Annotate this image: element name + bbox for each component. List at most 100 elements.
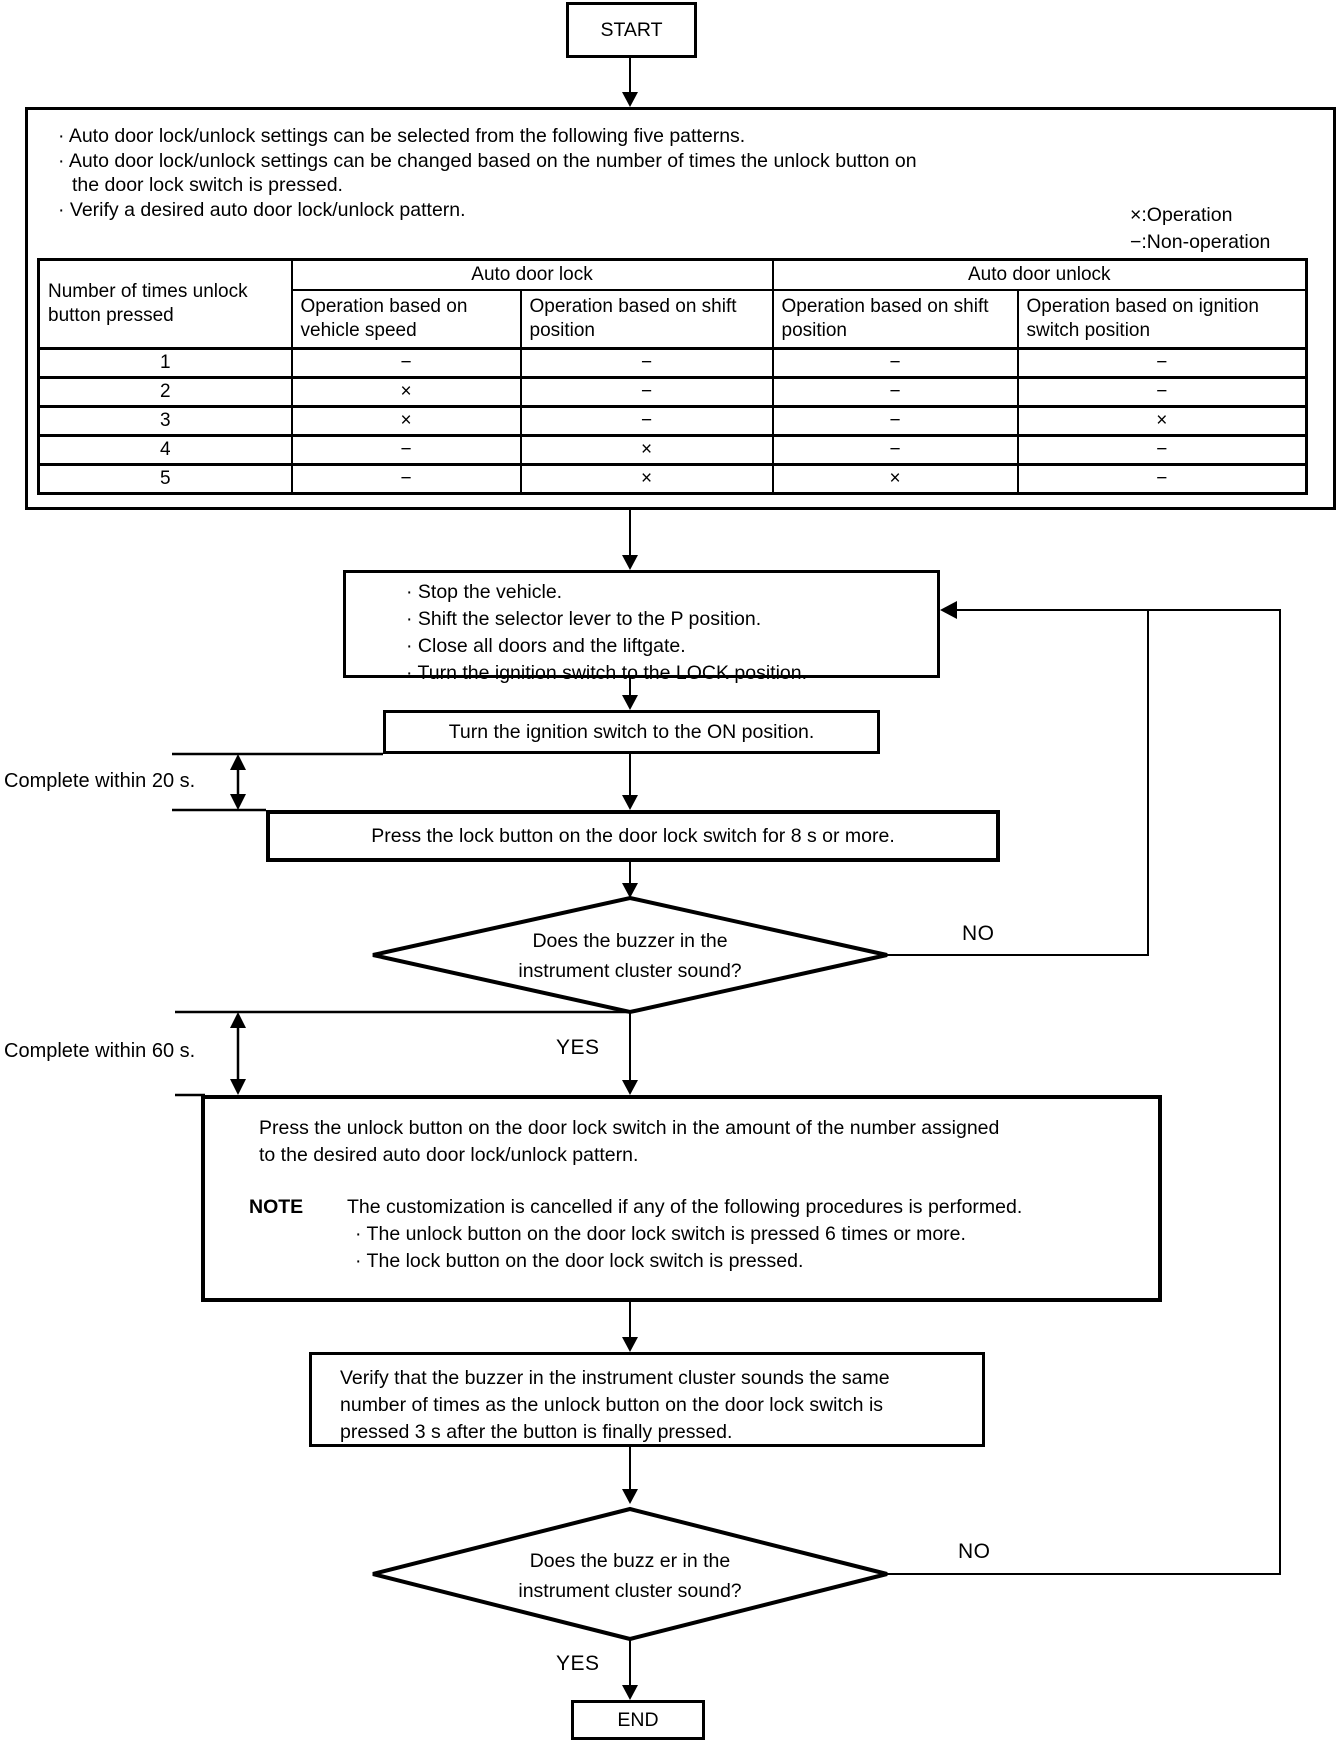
press-lock-step: Press the lock button on the door lock s… (266, 810, 1000, 862)
value-cell: − (771, 404, 1019, 436)
legend-operation: ×:Operation (1130, 204, 1233, 226)
arrowhead-down-icon (230, 794, 246, 810)
intro-settings-box: · Auto door lock/unlock settings can be … (25, 107, 1336, 510)
value-cell: − (1016, 375, 1308, 407)
prepare-bullet: · Stop the vehicle. (406, 581, 563, 603)
arrowhead-left-icon (940, 601, 957, 619)
table-subheader: Operation based on vehicle speed (290, 289, 522, 349)
value-cell: − (1016, 433, 1308, 465)
note-bullet: · The unlock button on the door lock swi… (355, 1223, 966, 1245)
end-label: END (617, 1708, 659, 1731)
arrowhead-down-icon (622, 1685, 638, 1700)
note-text: The customization is cancelled if any of… (347, 1196, 1023, 1218)
bracket60-label: Complete within 60 s. (4, 1040, 196, 1062)
decision2-line1: Does the buzz er in the (529, 1550, 731, 1572)
decision2-diamond (372, 1506, 888, 1642)
press-lock-label: Press the lock button on the door lock s… (371, 824, 895, 847)
times-cell: 4 (37, 433, 293, 465)
prepare-vehicle-step: · Stop the vehicle. · Shift the selector… (343, 570, 940, 684)
table-row: 3 × − − × (37, 404, 1308, 436)
note-bullet: · The lock button on the door lock switc… (355, 1250, 804, 1272)
arrowhead-down-icon (622, 1080, 638, 1095)
press-unlock-line1: Press the unlock button on the door lock… (259, 1117, 1000, 1139)
value-cell: − (519, 346, 774, 378)
intro-bullet: · Auto door lock/unlock settings can be … (58, 149, 917, 172)
value-cell: × (1016, 404, 1308, 436)
verify-line1: Verify that the buzzer in the instrument… (340, 1367, 890, 1389)
table-row: 4 − × − − (37, 433, 1308, 465)
pattern-table: Number of times unlock button pressed Au… (37, 258, 1308, 495)
ignition-on-label: Turn the ignition switch to the ON posit… (448, 720, 815, 743)
table-subheader: Operation based on ignition switch posit… (1016, 289, 1308, 349)
intro-bullet: · Auto door lock/unlock settings can be … (58, 125, 746, 147)
note-label: NOTE (249, 1196, 304, 1218)
decision2-no-label: NO (958, 1540, 991, 1563)
arrowhead-up-icon (230, 754, 246, 770)
table-row: 1 − − − − (37, 346, 1308, 378)
start-node: START (566, 2, 697, 58)
table-row: 2 × − − − (37, 375, 1308, 407)
arrowhead-down-icon (622, 92, 638, 107)
decision1-yes-label: YES (556, 1036, 600, 1059)
value-cell: − (519, 404, 774, 436)
times-cell: 3 (37, 404, 293, 436)
arrowhead-down-icon (622, 1337, 638, 1352)
decision1-line1: Does the buzzer in the (532, 930, 728, 952)
value-cell: − (290, 433, 522, 465)
prepare-bullet: · Close all doors and the liftgate. (406, 635, 686, 657)
prepare-bullet: · Turn the ignition switch to the LOCK p… (406, 662, 808, 684)
press-unlock-line2: to the desired auto door lock/unlock pat… (259, 1144, 639, 1166)
value-cell: × (519, 462, 774, 494)
decision1-no-label: NO (962, 922, 995, 945)
table-col1-header: Number of times unlock button pressed (37, 258, 293, 349)
bracket20-label: Complete within 20 s. (4, 770, 196, 792)
arrowhead-down-icon (622, 1489, 638, 1504)
arrowhead-down-icon (230, 1079, 246, 1095)
value-cell: − (519, 375, 774, 407)
arrowhead-down-icon (622, 695, 638, 710)
value-cell: − (1016, 462, 1308, 494)
arrowhead-down-icon (622, 795, 638, 810)
prepare-bullet: · Shift the selector lever to the P posi… (406, 608, 762, 630)
value-cell: − (771, 346, 1019, 378)
times-cell: 2 (37, 375, 293, 407)
times-cell: 1 (37, 346, 293, 378)
table-group-lock: Auto door lock (290, 258, 774, 291)
intro-bullet-continuation: the door lock switch is pressed. (72, 174, 343, 196)
no-loop-line-decision1 (887, 609, 1149, 956)
intro-bullet: · Verify a desired auto door lock/unlock… (58, 198, 466, 221)
value-cell: − (1016, 346, 1308, 378)
times-cell: 5 (37, 462, 293, 494)
start-label: START (600, 18, 663, 41)
value-cell: × (519, 433, 774, 465)
table-group-unlock: Auto door unlock (771, 258, 1308, 291)
value-cell: − (290, 346, 522, 378)
decision2-line2: instrument cluster sound? (518, 1580, 742, 1602)
end-node: END (571, 1700, 705, 1740)
value-cell: × (290, 375, 522, 407)
decision1-line2: instrument cluster sound? (518, 960, 742, 982)
table-row: 5 − × × − (37, 462, 1308, 494)
symbol-legend: ×:Operation −:Non-operation (1130, 202, 1270, 256)
arrowhead-down-icon (622, 555, 638, 570)
legend-non-operation: −:Non-operation (1130, 231, 1271, 253)
decision1-question: Does the buzzer in the instrument cluste… (450, 926, 810, 986)
ignition-on-step: Turn the ignition switch to the ON posit… (383, 710, 880, 754)
decision1-diamond (372, 895, 888, 1015)
value-cell: − (771, 375, 1019, 407)
value-cell: × (290, 404, 522, 436)
table-subheader: Operation based on shift position (771, 289, 1019, 349)
value-cell: − (290, 462, 522, 494)
table-subheader: Operation based on shift position (519, 289, 774, 349)
arrowhead-up-icon (230, 1012, 246, 1028)
value-cell: × (771, 462, 1019, 494)
verify-buzzer-step: Verify that the buzzer in the instrument… (309, 1352, 985, 1447)
verify-line3: pressed 3 s after the button is finally … (340, 1421, 733, 1443)
press-unlock-step: Press the unlock button on the door lock… (201, 1095, 1162, 1302)
no-loop-line-decision2 (887, 609, 1281, 1575)
arrowhead-down-icon (622, 883, 638, 898)
decision2-yes-label: YES (556, 1652, 600, 1675)
verify-line2: number of times as the unlock button on … (340, 1394, 884, 1416)
